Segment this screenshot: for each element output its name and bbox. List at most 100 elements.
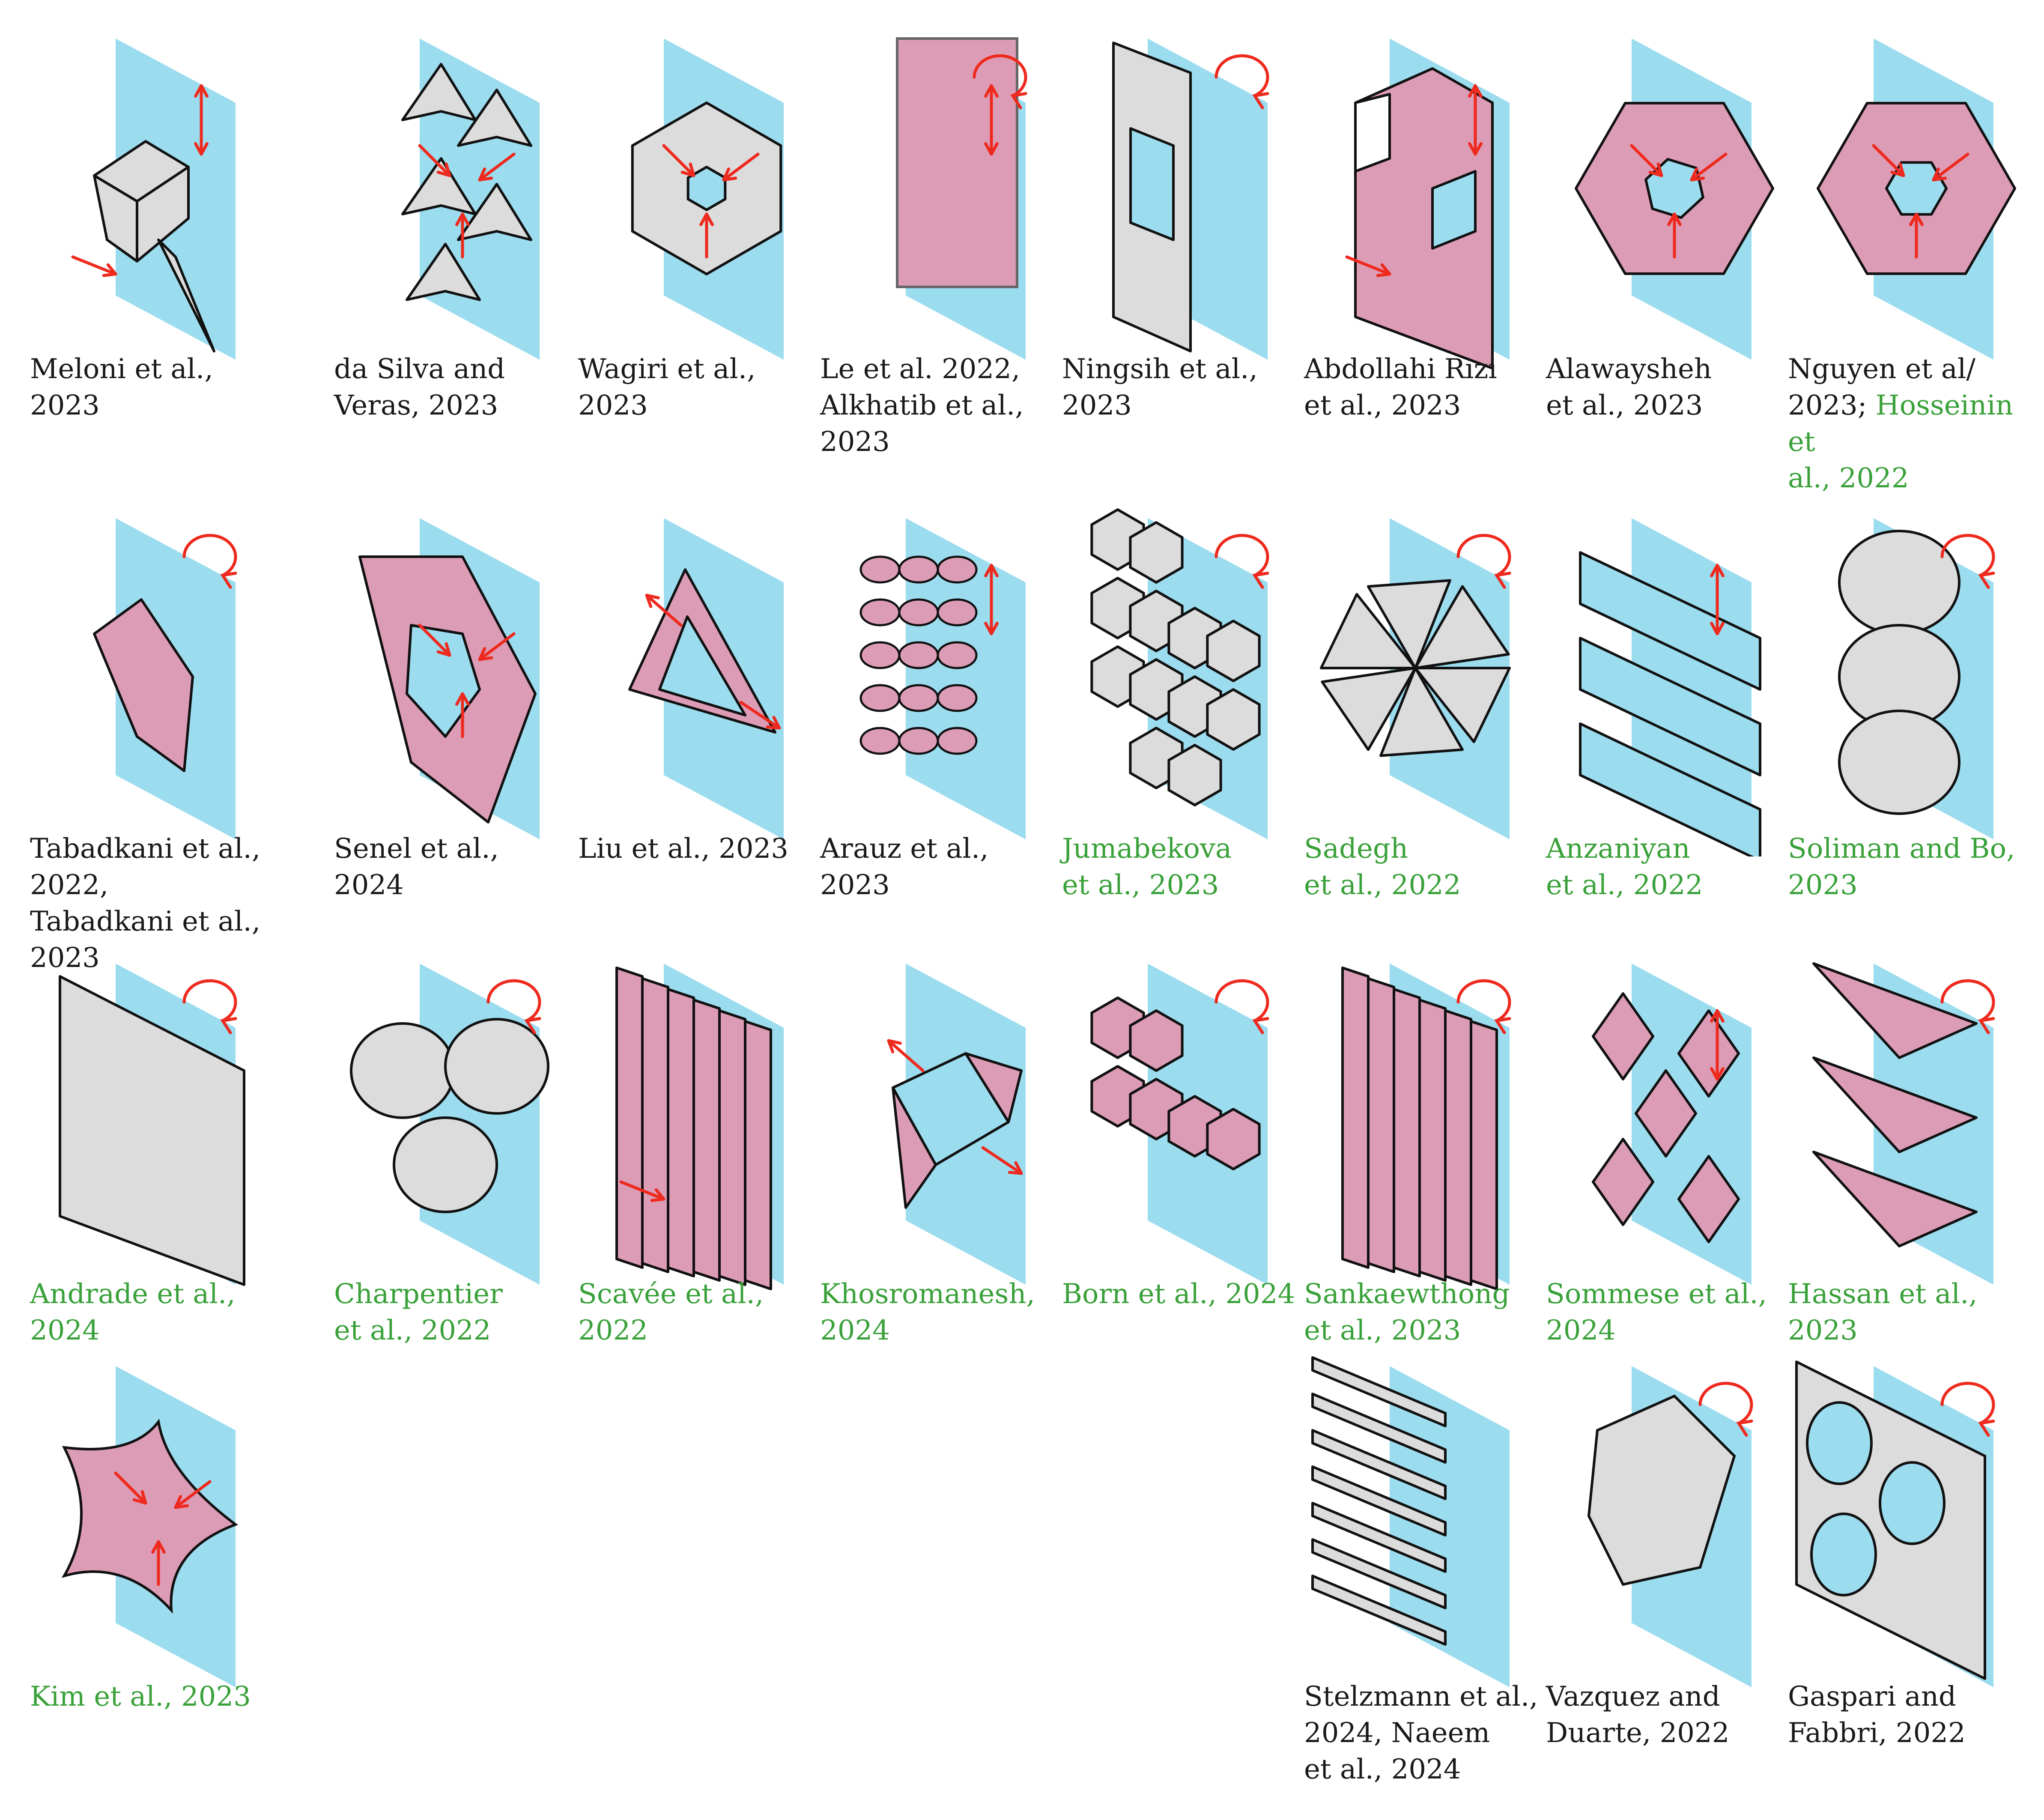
citation-caption: Nguyen et al/ 2023; Hosseinin et al., 20… <box>1788 351 2028 497</box>
panel-anzaniyan: Anzaniyan et al., 2022 <box>1546 497 1786 942</box>
twist-band <box>93 598 194 772</box>
rotation-arrow <box>1698 1381 1753 1437</box>
caption-segment: Meloni et al., 2023 <box>30 353 213 421</box>
curved-panel <box>59 975 245 1286</box>
shard <box>157 239 215 352</box>
motion-arrow <box>739 701 781 730</box>
motion-arrow <box>1468 84 1483 156</box>
caption-segment: Khosromanesh, 2024 <box>820 1278 1035 1346</box>
illustration-meloni <box>71 39 236 360</box>
lattice-cell <box>859 641 901 669</box>
caption-segment: Tabadkani et al., 2022, Tabadkani et al.… <box>30 833 261 974</box>
illustration-abdollahi <box>1345 39 1510 370</box>
caption-segment: Andrade et al., 2024 <box>30 1278 236 1346</box>
lattice-cell <box>898 727 939 755</box>
lattice-cell <box>937 555 978 584</box>
caption-segment: Scavée et al., 2022 <box>578 1278 764 1346</box>
panel-vazquez: Vazquez and Duarte, 2022 <box>1546 1345 1786 1790</box>
panel-wagiri: Wagiri et al., 2023 <box>578 17 818 462</box>
concave-panel <box>61 1418 239 1614</box>
citation-caption: Kim et al., 2023 <box>30 1679 270 1715</box>
caption-segment: Abdollahi Rizi et al., 2023 <box>1304 353 1497 421</box>
illustration-khosromanesh <box>887 964 1026 1285</box>
box-void <box>1354 93 1391 173</box>
caption-segment: Nguyen et al/ 2023; <box>1788 353 1975 421</box>
panel-soliman: Soliman and Bo, 2023 <box>1788 497 2028 942</box>
caption-segment: Le et al. 2022, Alkhatib et al., 2023 <box>820 353 1024 458</box>
pinwheel-blade <box>1414 585 1510 669</box>
motion-arrow <box>1909 212 1924 259</box>
citation-caption: Sadegh et al., 2022 <box>1304 831 1544 904</box>
motion-arrow <box>1690 152 1728 182</box>
illustration-nguyen <box>1817 39 2016 360</box>
louvre-blade <box>1367 977 1395 1273</box>
illustration-soliman <box>1838 518 1995 839</box>
rotation-arrow <box>973 54 1027 109</box>
louvre-blade <box>667 988 695 1277</box>
panel-nguyen: Nguyen et al/ 2023; Hosseinin et al., 20… <box>1788 17 2028 494</box>
illustration-alawaysheh <box>1575 39 1774 360</box>
panel-ningsih: Ningsih et al., 2023 <box>1062 17 1302 462</box>
citation-caption: Meloni et al., 2023 <box>30 351 270 424</box>
twist-right <box>964 1052 1023 1123</box>
panel-andrade: Andrade et al., 2024 <box>30 942 270 1387</box>
citation-caption: Charpentier et al., 2022 <box>334 1276 574 1349</box>
citation-caption: Born et al., 2024 <box>1062 1276 1302 1313</box>
lattice-cell <box>937 598 978 627</box>
triangle-opening <box>658 615 746 716</box>
citation-caption: Hassan et al., 2023 <box>1788 1276 2028 1349</box>
sheet <box>896 37 1018 288</box>
lattice-cell <box>937 684 978 712</box>
illustration-jumabekova <box>1090 508 1269 839</box>
citation-caption: Jumabekova et al., 2023 <box>1062 831 1302 904</box>
rotation-arrow <box>1214 979 1269 1034</box>
slat <box>1311 1575 1447 1646</box>
caption-segment: da Silva and Veras, 2023 <box>334 353 505 421</box>
illustration-stelzmann <box>1311 1356 1510 1687</box>
panel-stelzmann: Stelzmann et al., 2024, Naeem et al., 20… <box>1304 1345 1544 1790</box>
panel-tabadkani: Tabadkani et al., 2022, Tabadkani et al.… <box>30 497 270 974</box>
louvre-blade <box>1418 999 1447 1282</box>
citation-caption: Abdollahi Rizi et al., 2023 <box>1304 351 1544 424</box>
shell <box>1587 1394 1736 1586</box>
star-unit <box>457 89 532 147</box>
lattice-cell <box>859 598 901 627</box>
illustration-kim <box>61 1366 239 1687</box>
panel-liu: Liu et al., 2023 <box>578 497 818 942</box>
rotation-arrow <box>1940 979 1995 1034</box>
caption-segment: Born et al., 2024 <box>1062 1278 1295 1310</box>
illustration-born <box>1090 964 1269 1285</box>
panel-kim: Kim et al., 2023 <box>30 1345 270 1790</box>
twist-left <box>892 1086 937 1209</box>
panel-senel: Senel et al., 2024 <box>334 497 574 942</box>
hex-tile <box>1129 521 1184 584</box>
caption-segment: Wagiri et al., 2023 <box>578 353 756 421</box>
citation-caption: Soliman and Bo, 2023 <box>1788 831 2028 904</box>
caption-segment: Vazquez and Duarte, 2022 <box>1546 1681 1730 1749</box>
caption-segment: Hassan et al., 2023 <box>1788 1278 1978 1346</box>
rotation-arrow <box>1456 534 1511 589</box>
star-unit <box>401 157 477 215</box>
panel-sommese: Sommese et al., 2024 <box>1546 942 1786 1387</box>
motion-arrow <box>418 144 451 177</box>
lattice-cell <box>937 727 978 755</box>
fold-panel <box>1579 551 1761 691</box>
motion-arrow <box>1345 255 1391 277</box>
motion-arrow <box>1710 564 1725 636</box>
caption-segment: Arauz et al., 2023 <box>820 833 989 901</box>
illustration-le <box>896 37 1027 360</box>
caption-segment: Anzaniyan et al., 2022 <box>1546 833 1703 901</box>
louvre-blade <box>744 1020 772 1290</box>
hex-tile <box>1167 744 1222 806</box>
fold-panel <box>1579 722 1761 856</box>
panel-abdollahi: Abdollahi Rizi et al., 2023 <box>1304 17 1544 462</box>
citation-caption: Alawaysheh et al., 2023 <box>1546 351 1786 424</box>
louvre-blade <box>718 1009 746 1286</box>
illustration-hassan <box>1812 962 1995 1285</box>
motion-arrow <box>174 1480 212 1509</box>
rotation-arrow <box>182 979 237 1034</box>
motion-arrow <box>1710 1009 1725 1081</box>
louvre-blade <box>1470 1020 1498 1290</box>
illustration-charpentier <box>350 964 549 1285</box>
panel-khosromanesh: Khosromanesh, 2024 <box>820 942 1060 1387</box>
